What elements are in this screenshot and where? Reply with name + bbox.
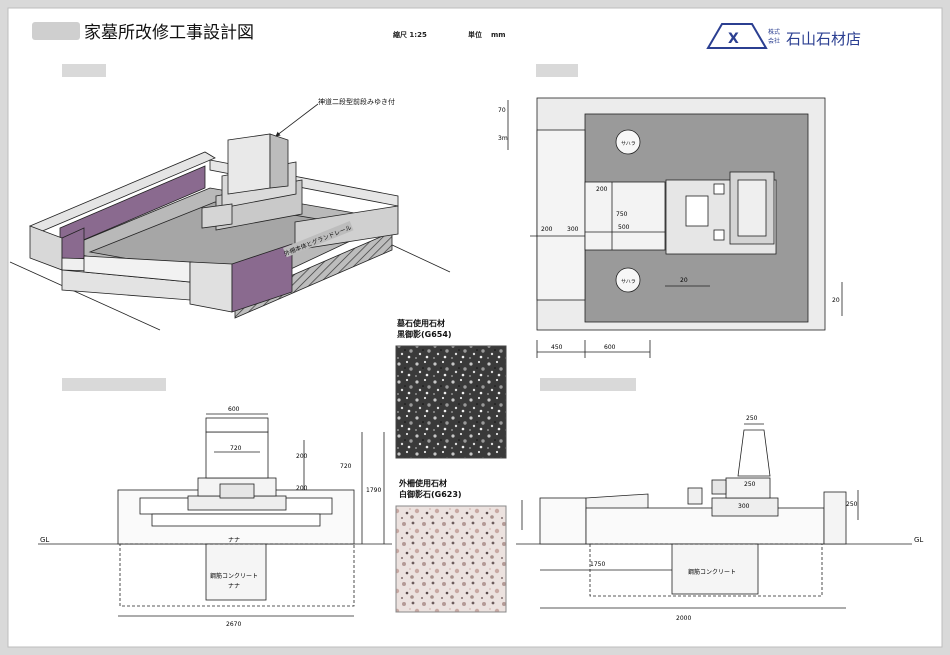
dim-plan-0: 70 [498,107,506,114]
plan-flower-vase-bottom [713,229,725,241]
side-fence-right [823,491,847,545]
plan-incense-box [685,195,709,227]
front-pit-label-2: 鋼筋コンクリート [210,572,258,580]
dim-plan-2: 200 [541,226,553,233]
monument-stone-front [227,133,271,195]
side-step-small [687,487,703,505]
side-dim-2: 1750 [590,561,605,568]
drain-label-upper: サハラ [621,141,636,147]
company-prefix-1: 株式 [768,28,780,36]
front-offering [219,483,255,499]
side-fence-body [585,507,825,545]
offering-table [201,203,233,229]
front-foundation [119,543,355,607]
callout-side-bg [283,221,354,258]
side-dim-1: 250 [744,481,756,488]
dim-plan-9: 600 [604,344,616,351]
front-elevation [38,413,392,617]
front-dim-1: 720 [230,445,242,452]
company-prefix-2: 会社 [768,37,780,45]
scale-label: 縮尺 1:25 [393,30,427,39]
swatch-lower-title-2: 白御影石(G623) [399,489,462,499]
front-monument-top [205,417,269,433]
ground-label-left: GL [40,536,49,544]
drain-hole-upper [615,129,641,155]
front-pit-label-1: ナナ [228,537,240,544]
plan-monument-top [737,179,767,237]
drain-label-lower: サハラ [621,279,636,285]
side-fence-left [539,497,587,545]
monument-stone-side [269,133,289,189]
side-pit-label: 鋼筋コンクリート [688,568,736,576]
drain-hole-lower [615,267,641,293]
front-dim-3: 720 [340,463,352,470]
ground-line-left [9,261,161,331]
drawing-title: 家墓所改修工事設計図 [84,23,254,43]
front-dim-4: 200 [296,453,308,460]
logo-x-glyph: X [728,31,739,47]
blurred-family-name [32,22,80,40]
side-monument [737,429,771,477]
dim-plan-6: 500 [618,224,630,231]
label-side-elevation [540,378,636,391]
side-elevation [516,423,912,609]
side-pit [671,543,759,595]
unit-label: 単位 [468,30,482,39]
callout-arrow [275,103,319,137]
label-front-elevation [62,378,166,391]
front-pit-label-3: ナナ [228,583,240,590]
swatch-black-granite [395,345,507,459]
front-pit [205,543,267,601]
swatch-upper-title-2: 黒御影(G654) [397,329,452,339]
dim-plan-right-label: 20 [832,297,840,304]
plan-front-strip [536,129,586,301]
side-dim-0: 250 [746,415,758,422]
corner-post-purple [231,243,293,313]
swatch-upper-title-1: 墓石使用石材 [396,318,445,328]
ground-line-right [389,243,451,273]
callout-monument: 神道二段型前段みゆき付 [318,97,395,106]
front-dim-6: 2670 [226,621,241,628]
logo-mark-icon [706,23,768,49]
ground-label-right: GL [914,536,923,544]
company-logo: X 株式 会社 石山石材店 [706,23,861,49]
label-plan-view [536,64,578,77]
dim-plan-3: 300 [567,226,579,233]
dim-plan-8: 450 [551,344,563,351]
front-fence-step [151,513,321,527]
front-dim-5: 200 [296,485,308,492]
side-dim-3: 300 [738,503,750,510]
dim-plan-1: 3m [498,135,508,142]
plan-view [507,97,843,358]
side-offering [711,479,727,495]
dim-plan-5: 750 [616,211,628,218]
plan-flower-vase-top [713,183,725,195]
dim-plan-4: 200 [596,186,608,193]
dim-plan-7: 20 [680,277,688,284]
front-dim-0: 600 [228,406,240,413]
side-dim-4: 250 [846,501,858,508]
plan-path [584,181,666,251]
front-monument [205,431,269,479]
front-dim-2: 1790 [366,487,381,494]
corner-post-face [189,261,233,313]
label-perspective-view [62,64,106,77]
swatch-white-granite [395,505,507,613]
unit-value: mm [491,31,506,39]
side-dim-5: 2000 [676,615,691,622]
swatch-lower-title-1: 外柵使用石材 [399,478,447,488]
company-name: 石山石材店 [786,30,861,48]
